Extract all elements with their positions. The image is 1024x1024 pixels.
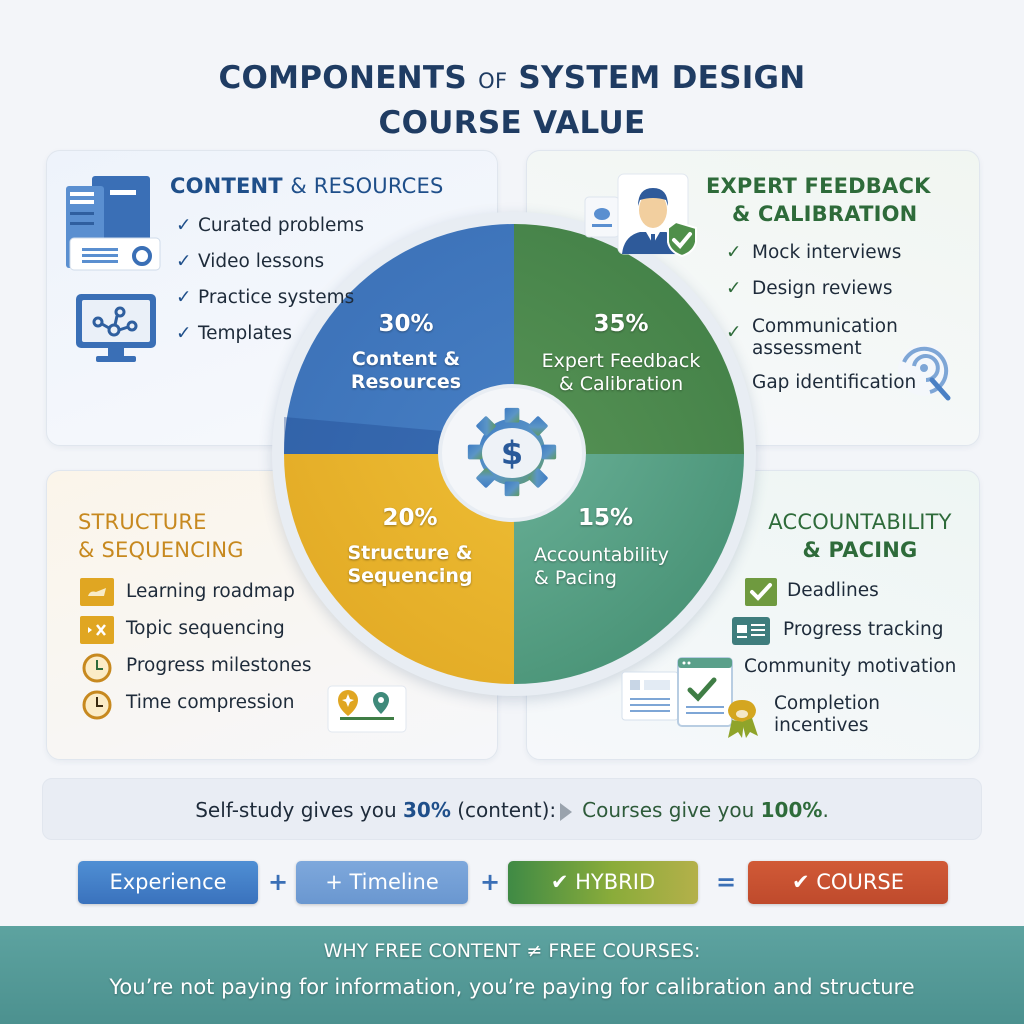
accountability-pacing-title: ACCOUNTABILITY & PACING (760, 508, 960, 564)
list-item-label: Gap identification (752, 372, 917, 393)
checkmark-icon: ✓ (726, 322, 742, 343)
arrow-right-icon (560, 802, 573, 821)
section-title-bold: CONTENT (170, 174, 283, 198)
pie-label-accountability: 15% Accountability & Pacing (534, 504, 704, 590)
document-stack-icon (66, 176, 161, 271)
summary-text: . (822, 798, 829, 822)
checkmark-icon: ✓ (726, 278, 742, 299)
list-item-label: Video lessons (198, 251, 325, 272)
checkmark-icon: ✓ (176, 251, 192, 272)
list-item-label: Templates (198, 323, 293, 344)
list-item-label: Communication assessment (752, 316, 898, 359)
footer-banner: WHY FREE CONTENT ≠ FREE COURSES: You’re … (0, 926, 1024, 1024)
section-title-line: & CALIBRATION (732, 202, 918, 226)
pie-name: & Pacing (534, 567, 617, 589)
list-item: ✓ Communication assessment (726, 316, 898, 360)
pie-name: Resources (350, 371, 462, 393)
profile-card-icon (584, 196, 620, 238)
list-item: ✓ Templates (176, 323, 292, 345)
section-title-rest: & RESOURCES (290, 174, 444, 198)
summary-course-percent: 100% (760, 798, 823, 822)
pie-percent: 15% (578, 505, 634, 531)
pie-label-expert: 35% Expert Feedback & Calibration (526, 310, 716, 396)
value-pie-chart (272, 212, 756, 696)
list-item: ✓ Mock interviews (726, 242, 901, 264)
pie-name: Structure & (347, 542, 473, 564)
list-item: Progress milestones (126, 655, 312, 676)
pie-label-content: 30% Content & Resources (326, 310, 486, 394)
list-item: ✓ Design reviews (726, 278, 893, 300)
list-item-label: Design reviews (752, 278, 893, 299)
title-line-2: COURSE VALUE (378, 105, 646, 141)
structure-sequencing-title: STRUCTURE & SEQUENCING (78, 508, 244, 564)
list-item: Topic sequencing (126, 618, 285, 639)
checkmark-icon: ✓ (176, 323, 192, 344)
roadmap-icon (80, 578, 114, 606)
pie-name: Accountability (534, 544, 669, 566)
footer-text: You’re not paying for information, you’r… (109, 975, 915, 999)
pie-percent: 20% (382, 505, 438, 531)
monitor-network-icon (76, 294, 156, 362)
hybrid-badge: ✔ HYBRID (508, 861, 698, 904)
progress-card-icon (732, 617, 770, 645)
expert-feedback-title: EXPERT FEEDBACK & CALIBRATION (706, 172, 966, 228)
content-resources-title: CONTENT & RESOURCES (170, 172, 443, 200)
list-item: ✓ Curated problems (176, 215, 364, 237)
checkmark-icon: ✓ (176, 287, 192, 308)
pie-label-structure: 20% Structure & Sequencing (330, 504, 490, 588)
window-check-icon (621, 657, 758, 738)
list-item-label: Curated problems (198, 215, 365, 236)
clock-icon (82, 653, 112, 683)
title-word: SYSTEM DESIGN (518, 60, 806, 96)
plus-operator: + (480, 868, 501, 896)
list-item-label: Mock interviews (752, 242, 902, 263)
pie-name: Expert Feedback (541, 350, 701, 372)
sequence-icon (80, 616, 114, 644)
list-item: Progress tracking (783, 619, 944, 640)
section-title-line: STRUCTURE (78, 510, 207, 534)
calendar-check-icon (745, 578, 777, 606)
section-title-line: ACCOUNTABILITY (768, 510, 952, 534)
course-badge: ✔ COURSE (748, 861, 948, 904)
section-title-line: & PACING (802, 538, 918, 562)
clock-icon (82, 690, 112, 720)
summary-text: Courses give you (582, 798, 761, 822)
page-title: COMPONENTS OF SYSTEM DESIGN COURSE VALUE (0, 58, 1024, 143)
expert-avatar-icon (617, 173, 697, 258)
list-item: Deadlines (787, 580, 879, 601)
list-item: Community motivation (744, 656, 957, 677)
list-item: Completion incentives (774, 693, 880, 736)
timeline-badge: + Timeline (296, 861, 468, 904)
summary-self-study-percent: 30% (403, 798, 451, 822)
pie-name: Sequencing (347, 565, 473, 587)
checkmark-icon: ✓ (176, 215, 192, 236)
footer-heading: WHY FREE CONTENT ≠ FREE COURSES: (323, 940, 701, 962)
map-pin-icon (327, 685, 407, 733)
pie-name: & Calibration (558, 373, 684, 395)
experience-badge: Experience (78, 861, 258, 904)
title-word: COMPONENTS (218, 60, 468, 96)
equals-operator: = (716, 868, 737, 896)
dollar-icon: $ (482, 428, 542, 478)
target-search-icon (898, 344, 951, 401)
list-item: Time compression (126, 692, 295, 713)
list-item-label: Practice systems (198, 287, 355, 308)
list-item: Gap identification (752, 372, 916, 394)
section-title-line: & SEQUENCING (78, 538, 244, 562)
plus-operator: + (268, 868, 289, 896)
summary-bar: Self-study gives you 30% (content): Cours… (42, 778, 982, 840)
title-word: OF (478, 69, 508, 93)
pie-percent: 35% (593, 311, 649, 337)
list-item: Learning roadmap (126, 581, 295, 602)
pie-percent: 30% (378, 311, 434, 337)
summary-text: Self-study gives you (195, 798, 404, 822)
summary-text: (content): (450, 798, 557, 822)
list-item: ✓ Video lessons (176, 251, 324, 273)
checkmark-icon: ✓ (726, 242, 742, 263)
list-item: ✓ Practice systems (176, 287, 354, 309)
section-title-line: EXPERT FEEDBACK (706, 174, 931, 198)
pie-name: Content & (351, 348, 461, 370)
